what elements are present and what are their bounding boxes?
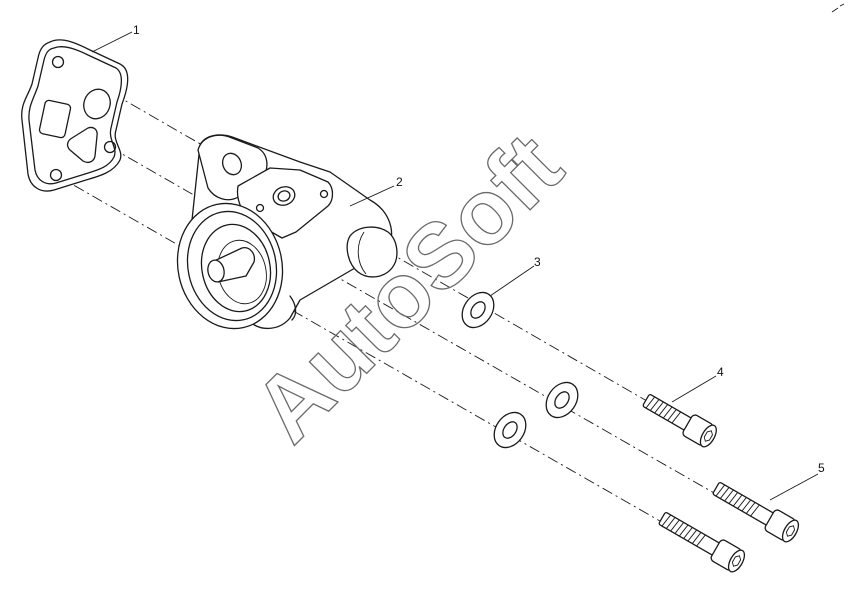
axis-line-bottom (55, 174, 729, 561)
bolt-5a-head-face (781, 519, 800, 543)
leader-1 (91, 31, 133, 53)
pad-port-inner (277, 190, 291, 202)
bolt-5a-thread (715, 484, 760, 517)
gasket-inner-outline (28, 46, 123, 185)
housing-lower-boss (289, 295, 297, 321)
callout-leaders (91, 31, 819, 501)
callout-1: 1 (133, 23, 140, 37)
gasket-outline (21, 39, 129, 192)
housing-side-boss (346, 226, 398, 278)
callout-4: 4 (717, 365, 724, 379)
housing-round-face-inner (200, 223, 272, 313)
spigot-end (207, 259, 225, 283)
leader-5 (769, 473, 819, 501)
pad-port (272, 186, 296, 206)
flange-bolt-hole (221, 152, 243, 176)
gasket-bolt-hole-top (51, 55, 65, 69)
bolt-part-5-upper (712, 482, 800, 543)
bolt-5b-head-face (727, 549, 746, 573)
bolt-5a-hex-socket (785, 525, 796, 537)
callout-3: 3 (534, 255, 541, 269)
pad-small-hole-left (255, 203, 265, 213)
callout-labels: 1 2 3 4 5 (133, 23, 825, 475)
gasket-round-port (83, 88, 111, 120)
washer-part-3 (461, 291, 579, 449)
bolt-4-head-face (699, 424, 717, 448)
washer-top (461, 291, 495, 329)
gasket-square-port (38, 99, 72, 139)
bolt-5b-hex-socket (731, 555, 742, 567)
bolt-5b-thread (661, 514, 706, 547)
washer-middle-hole (554, 391, 570, 409)
side-boss-edge (357, 231, 367, 275)
washer-middle (545, 381, 579, 419)
bolt-part-4 (642, 394, 717, 448)
bolt-4-thread (645, 396, 682, 424)
washer-bottom-hole (502, 421, 518, 439)
housing-round-face-rim (186, 210, 278, 322)
gasket-bolt-hole-bottom (49, 168, 63, 182)
washer-top-hole (470, 301, 486, 319)
gasket-part-1 (21, 39, 129, 192)
bolt-4-hex-socket (703, 430, 713, 442)
corner-mark (831, 3, 845, 13)
leader-2 (349, 185, 395, 207)
gasket-bolt-hole-right (103, 140, 117, 154)
gasket-triangular-port (66, 126, 98, 163)
pad-small-hole-right (319, 189, 329, 199)
leader-3 (489, 265, 535, 297)
callout-5: 5 (818, 461, 825, 475)
callout-2: 2 (396, 175, 403, 189)
filter-housing-part-2 (176, 134, 398, 330)
bolt-part-5-lower (658, 512, 746, 573)
washer-bottom (493, 411, 527, 449)
leader-4 (671, 375, 717, 403)
